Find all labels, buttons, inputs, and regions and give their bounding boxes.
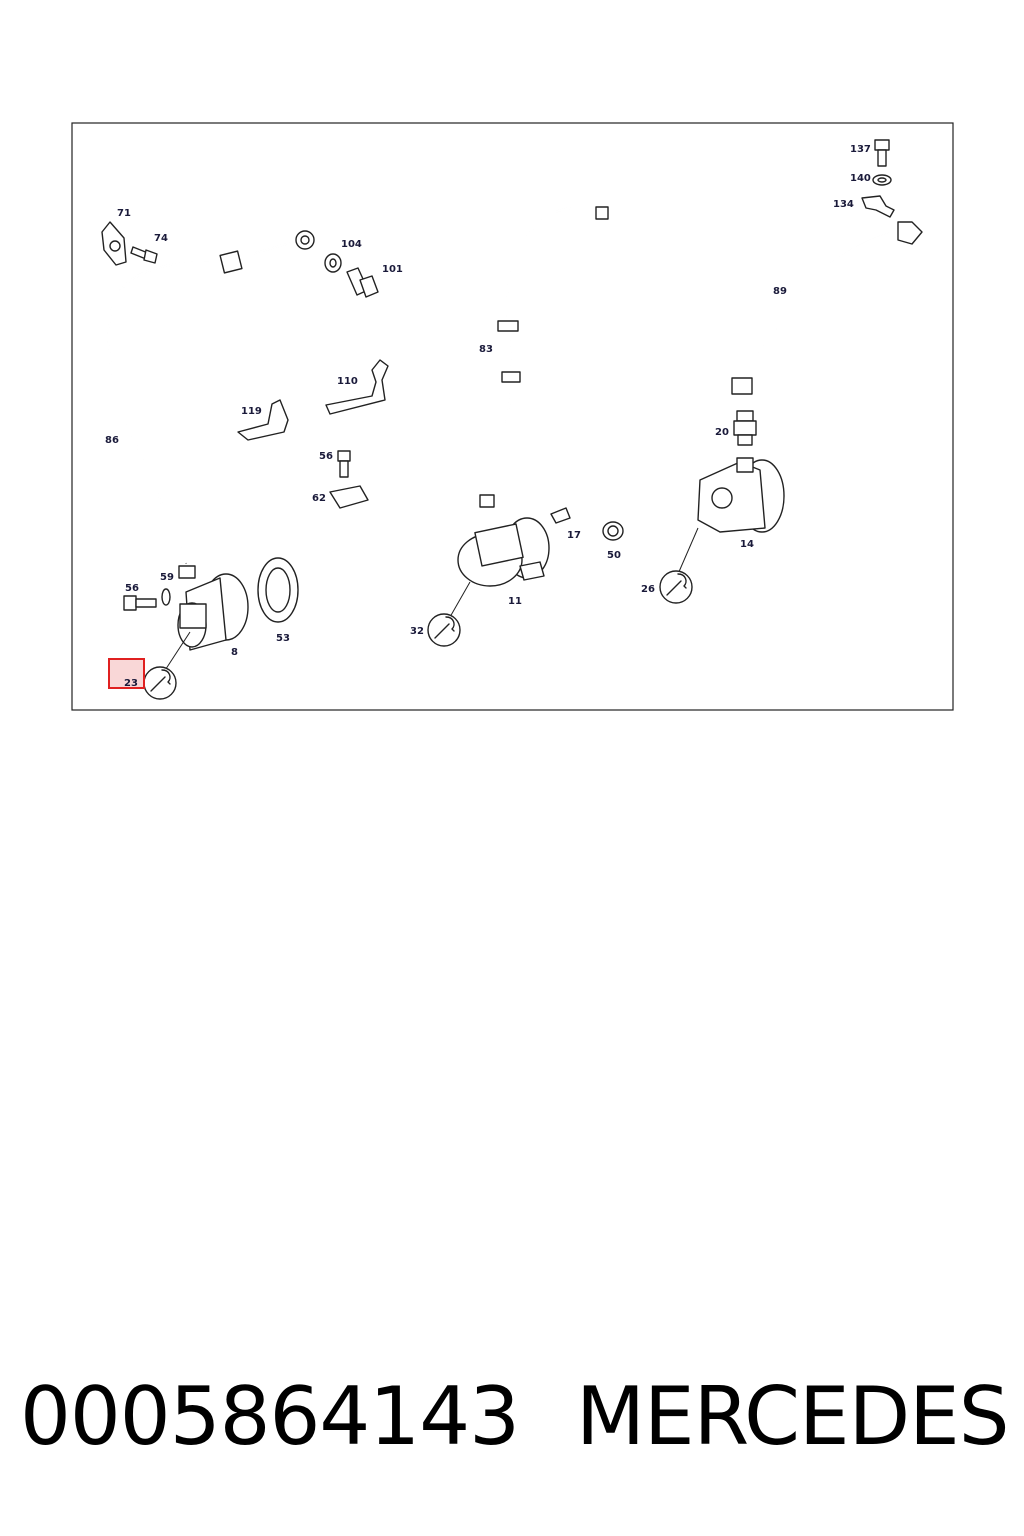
callout-119: 119 xyxy=(241,406,262,417)
callout-89: 89 xyxy=(773,286,787,297)
clamp-part[interactable] xyxy=(861,195,895,218)
brand-text: MERCEDES xyxy=(576,1370,1010,1463)
bracket-part[interactable] xyxy=(237,399,289,441)
pump-body-part[interactable] xyxy=(457,517,550,587)
banjo-bolt-part[interactable] xyxy=(346,267,379,298)
washer-part[interactable] xyxy=(161,588,171,606)
callout-11: 11 xyxy=(508,596,522,607)
washer-part[interactable] xyxy=(324,253,342,273)
diagram-frame xyxy=(71,122,954,711)
hose-line[interactable] xyxy=(107,230,315,579)
hose-line[interactable] xyxy=(479,206,609,508)
callout-59: 59 xyxy=(160,572,174,583)
highlight-box xyxy=(108,658,145,689)
callout-104: 104 xyxy=(341,239,362,250)
hose-line[interactable] xyxy=(731,221,923,395)
callout-56: 56 xyxy=(319,451,333,462)
callout-26: 26 xyxy=(641,584,655,595)
callout-137: 137 xyxy=(850,144,871,155)
part-number-text: 0005864143 xyxy=(20,1370,520,1463)
tool-callout[interactable] xyxy=(143,631,191,700)
callout-17: 17 xyxy=(567,530,581,541)
screw-part[interactable] xyxy=(123,595,157,611)
clip-part[interactable] xyxy=(329,485,369,509)
tool-callout[interactable] xyxy=(427,581,471,647)
callout-101: 101 xyxy=(382,264,403,275)
callout-74: 74 xyxy=(154,233,168,244)
callout-50: 50 xyxy=(607,550,621,561)
callout-56: 56 xyxy=(125,583,139,594)
callout-71: 71 xyxy=(117,208,131,219)
callout-140: 140 xyxy=(850,173,871,184)
callout-23: 23 xyxy=(124,678,138,689)
bracket-part[interactable] xyxy=(101,221,127,266)
parts-diagram: 71 74 104 101 86 110 119 56 62 56 59 8 5… xyxy=(71,122,954,711)
callout-134: 134 xyxy=(833,199,854,210)
screw-part[interactable] xyxy=(337,450,351,478)
callout-14: 14 xyxy=(740,539,754,550)
callout-20: 20 xyxy=(715,427,729,438)
callout-86: 86 xyxy=(105,435,119,446)
washer-part[interactable] xyxy=(872,174,892,186)
pump-body-part[interactable] xyxy=(697,457,785,533)
nipple-part[interactable] xyxy=(733,410,757,446)
callout-53: 53 xyxy=(276,633,290,644)
sleeve-part[interactable] xyxy=(602,521,624,541)
callout-8: 8 xyxy=(231,647,238,658)
callout-32: 32 xyxy=(410,626,424,637)
callout-83: 83 xyxy=(479,344,493,355)
banjo-bolt-part[interactable] xyxy=(874,139,890,167)
pump-body-part[interactable] xyxy=(177,573,249,651)
tool-callout[interactable] xyxy=(659,527,699,604)
nipple-part[interactable] xyxy=(550,507,571,524)
bolt-part[interactable] xyxy=(130,246,158,264)
bracket-part[interactable] xyxy=(325,359,389,415)
callout-62: 62 xyxy=(312,493,326,504)
gasket-part[interactable] xyxy=(257,557,299,623)
callout-110: 110 xyxy=(337,376,358,387)
